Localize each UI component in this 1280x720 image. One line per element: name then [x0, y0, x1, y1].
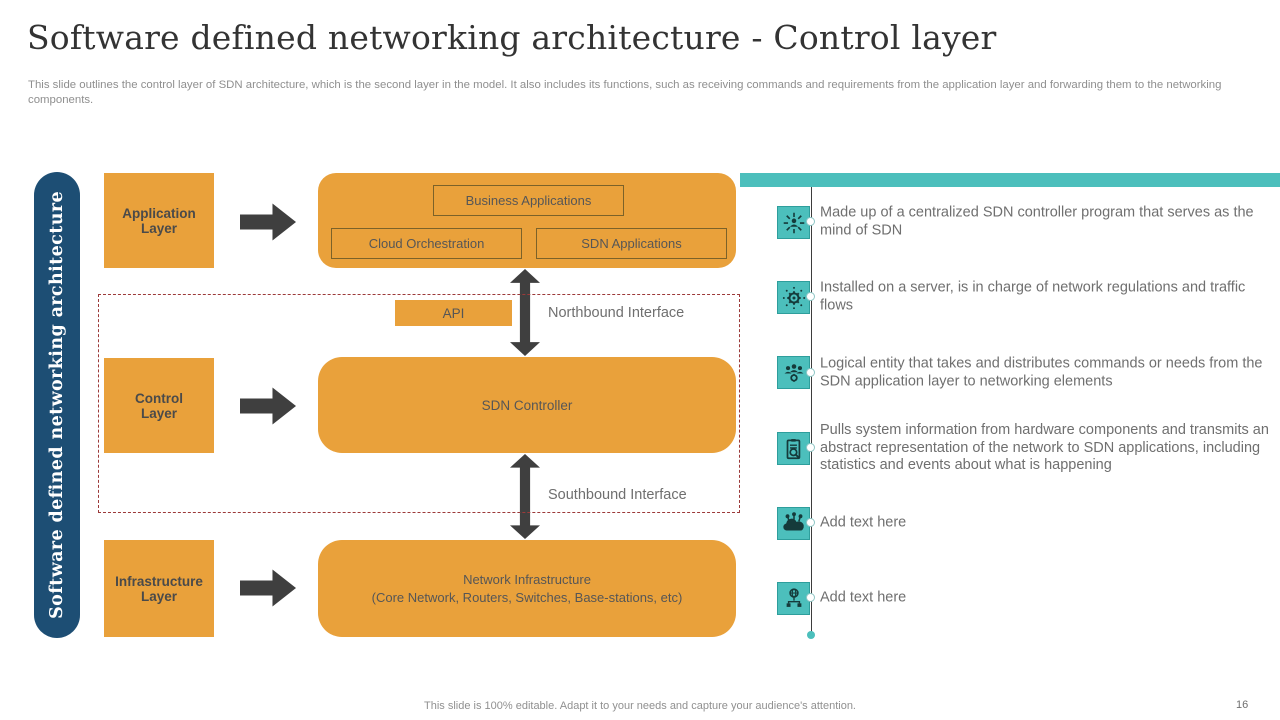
application-layer-box: Application Layer	[104, 173, 214, 268]
centralized-controller-icon	[777, 206, 810, 239]
southbound-interface-label: Southbound Interface	[548, 487, 687, 503]
note-text: Logical entity that takes and distribute…	[820, 355, 1263, 390]
cloud-orchestration-box: Cloud Orchestration	[331, 228, 522, 259]
control-layer-highlight-frame	[98, 294, 740, 513]
footer-note: This slide is 100% editable. Adapt it to…	[424, 700, 856, 712]
note-text: Installed on a server, is in charge of n…	[820, 279, 1246, 314]
note-text: Pulls system information from hardware c…	[820, 421, 1269, 473]
network-infrastructure-sublabel: (Core Network, Routers, Switches, Base-s…	[371, 589, 683, 605]
page-title: Software defined networking architecture…	[27, 18, 997, 57]
team-distribution-icon	[777, 356, 810, 389]
application-stack-box: Business Applications Cloud Orchestratio…	[318, 173, 736, 268]
rail-connector-dot	[806, 368, 815, 377]
note-text: Made up of a centralized SDN controller …	[820, 204, 1254, 239]
rail-connector-dot	[806, 292, 815, 301]
vertical-banner-label: Software defined networking architecture	[47, 191, 67, 619]
business-applications-box: Business Applications	[433, 185, 624, 216]
rail-end-dot	[807, 631, 815, 639]
rail-connector-dot	[806, 443, 815, 452]
cloud-network-icon	[777, 507, 810, 540]
network-infrastructure-box: Network Infrastructure (Core Network, Ro…	[318, 540, 736, 637]
api-box: API	[395, 300, 512, 326]
slide-description: This slide outlines the control layer of…	[28, 79, 1222, 107]
network-gear-icon	[777, 281, 810, 314]
infrastructure-layer-box: Infrastructure Layer	[104, 540, 214, 637]
right-arrow-icon	[240, 203, 296, 241]
control-layer-box: Control Layer	[104, 358, 214, 453]
sdn-applications-box: SDN Applications	[536, 228, 727, 259]
rail-connector-dot	[806, 593, 815, 602]
note-text: Add text here	[820, 514, 907, 531]
sdn-controller-box: SDN Controller	[318, 357, 736, 453]
timeline-rail	[811, 187, 812, 636]
globe-hierarchy-icon	[777, 582, 810, 615]
right-arrow-icon	[240, 569, 296, 607]
note-text: Add text here	[820, 589, 907, 606]
rail-connector-dot	[806, 518, 815, 527]
report-search-icon	[777, 432, 810, 465]
page-number: 16	[1236, 699, 1249, 711]
rail-connector-dot	[806, 217, 815, 226]
network-infrastructure-label: Network Infrastructure	[463, 571, 591, 587]
teal-divider-bar	[740, 173, 1280, 187]
vertical-banner: Software defined networking architecture	[34, 172, 80, 638]
northbound-interface-label: Northbound Interface	[548, 305, 685, 321]
